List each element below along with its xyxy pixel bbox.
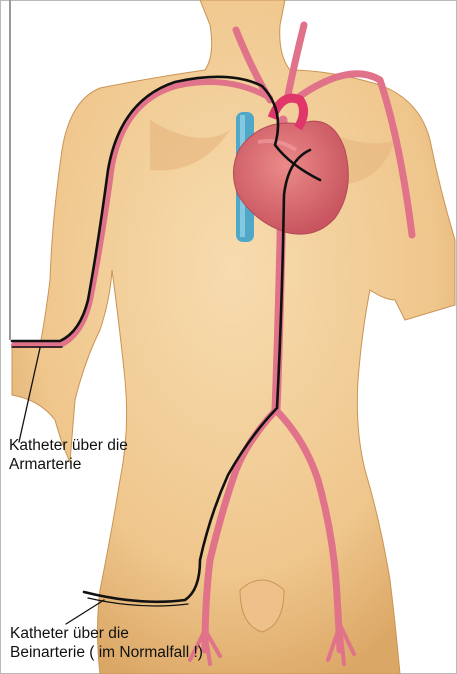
arm-catheter-label-line1: Katheter über die bbox=[9, 436, 128, 455]
leg-catheter-label-line2: Beinarterie ( im Normalfall !) bbox=[10, 643, 203, 662]
arm-catheter-label: Katheter über die Armarterie bbox=[9, 436, 128, 474]
leg-catheter-label: Katheter über die Beinarterie ( im Norma… bbox=[10, 624, 203, 662]
arm-catheter-label-line2: Armarterie bbox=[9, 455, 128, 474]
leg-catheter-label-line1: Katheter über die bbox=[10, 624, 203, 643]
